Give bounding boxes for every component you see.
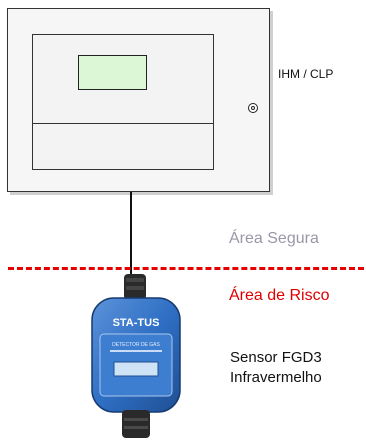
hmi-display: [78, 55, 147, 90]
area-boundary-line: [8, 267, 364, 270]
sensor-display: [113, 361, 159, 377]
sensor-brand-label: STA-TUS: [113, 317, 160, 329]
sensor-model-label: Sensor FGD3: [230, 349, 322, 366]
safe-area-label: Área Segura: [229, 230, 319, 247]
signal-cable: [130, 192, 132, 284]
sensor-type-label: Infravermelho: [230, 369, 322, 386]
gas-sensor-device: STA-TUS DETECTOR DE GAS: [91, 274, 181, 438]
selector-knob-icon: [248, 103, 258, 113]
panel-divider: [33, 123, 213, 124]
risk-area-label: Área de Risco: [229, 287, 330, 304]
ihm-clp-label: IHM / CLP: [278, 67, 334, 81]
control-panel: [32, 34, 214, 170]
ihm-clp-cabinet: [7, 8, 270, 192]
sensor-head: [122, 410, 150, 438]
sensor-plate-text: DETECTOR DE GAS: [112, 342, 160, 348]
